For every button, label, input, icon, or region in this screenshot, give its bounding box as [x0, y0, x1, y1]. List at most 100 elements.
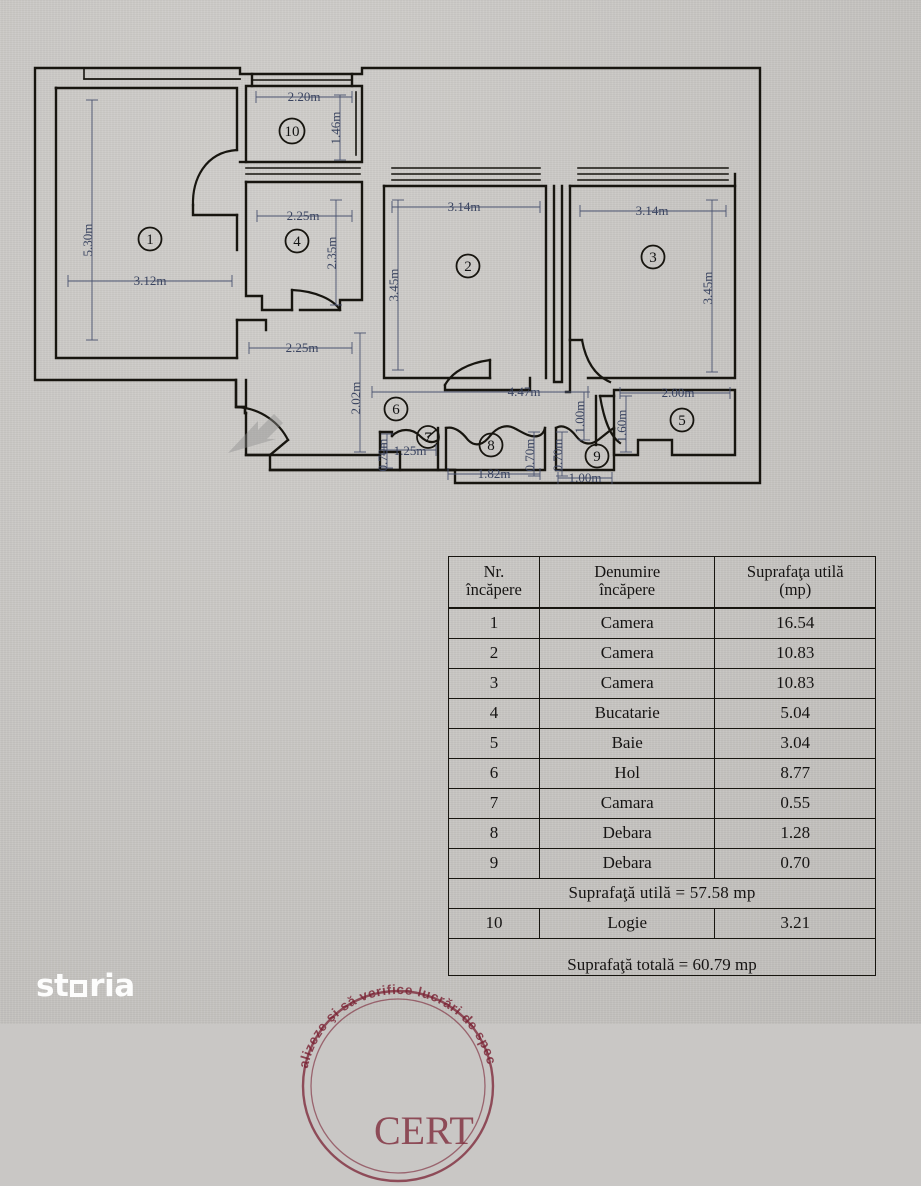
- table-row: 7 Camara 0.55: [448, 787, 876, 819]
- room-badge-4: 4: [284, 228, 310, 254]
- dim-3-14m-room2: 3.14m: [448, 199, 481, 214]
- cell-nr: 6: [448, 757, 540, 789]
- cell-area: 3.21: [714, 907, 876, 939]
- header-nr-line1: Nr.: [483, 562, 505, 581]
- cell-name: Camara: [538, 787, 716, 819]
- table-row: 2 Camera 10.83: [448, 637, 876, 669]
- room-badge-2: 2: [455, 253, 481, 279]
- dim-0-70m-room8: 0.70m: [522, 439, 537, 472]
- room-label-5: 5: [678, 413, 686, 429]
- header-suprafata-utila: Suprafaţa utilă (mp): [714, 555, 876, 609]
- cell-area: 3.04: [714, 727, 876, 759]
- entrance-arrow: [228, 414, 283, 453]
- room-label-1: 1: [146, 232, 154, 248]
- cell-nr: 10: [448, 907, 540, 939]
- room-label-3: 3: [649, 250, 657, 266]
- dim-1-60m: 1.60m: [614, 410, 629, 443]
- cell-nr: 2: [448, 637, 540, 669]
- table-row: 1 Camera 16.54: [448, 607, 876, 639]
- area-table: Nr. încăpere Denumire încăpere Suprafaţa…: [448, 555, 876, 976]
- cell-area: 1.28: [714, 817, 876, 849]
- dim-2-35m: 2.35m: [324, 237, 339, 270]
- dim-1-82m: 1.82m: [478, 466, 511, 481]
- storia-text-ria: ria: [89, 968, 135, 1004]
- dim-3-14m-room3: 3.14m: [636, 203, 669, 218]
- dim-5-30m: 5.30m: [80, 224, 95, 257]
- header-nr-line2: încăpere: [466, 580, 522, 600]
- table-body: 1 Camera 16.54 2 Camera 10.83 3 Camera 1…: [448, 607, 876, 976]
- room-label-4: 4: [293, 234, 301, 250]
- cell-nr: 9: [448, 847, 540, 879]
- dim-1-00m-room9: 1.00m: [569, 470, 602, 485]
- cell-nr: 4: [448, 697, 540, 729]
- room-label-7: 7: [424, 430, 432, 446]
- dim-2-02m: 2.02m: [348, 382, 363, 415]
- cell-name: Camera: [538, 667, 716, 699]
- dim-2-00m: 2.00m: [662, 385, 695, 400]
- grand-total-row: Suprafaţă totală = 60.79 mp: [448, 937, 876, 976]
- dim-2-25m-hall: 2.25m: [286, 340, 319, 355]
- cell-name: Camera: [538, 607, 716, 639]
- floor-plan-drawing: 5.30m 3.12m 2.20m 1.46m 2.25m 2.35m 3.14…: [33, 66, 762, 485]
- cell-area: 0.70: [714, 847, 876, 879]
- room-number-badges: 1 2 3 4 5 6 7 8 9: [137, 117, 695, 469]
- table-row: 3 Camera 10.83: [448, 667, 876, 699]
- dim-2-20m: 2.20m: [288, 89, 321, 104]
- dim-1-00m-vertical: 1.00m: [572, 401, 587, 434]
- dim-0-70m-room9: 0.70m: [550, 439, 565, 472]
- room-badge-5: 5: [669, 407, 695, 433]
- room-label-8: 8: [487, 438, 495, 454]
- room-badge-8: 8: [478, 432, 504, 458]
- dim-1-25m: 1.25m: [394, 443, 427, 458]
- dim-3-45m-room3: 3.45m: [700, 272, 715, 305]
- stamp-center-text: CERT: [374, 1108, 474, 1153]
- header-den-line2: încăpere: [599, 580, 656, 600]
- cell-name: Logie: [538, 907, 716, 939]
- room-badge-7: 7: [424, 430, 432, 446]
- dim-3-12m: 3.12m: [134, 273, 167, 288]
- table-header-row: Nr. încăpere Denumire încăpere Suprafaţa…: [448, 555, 876, 609]
- room-label-6: 6: [392, 402, 400, 418]
- useful-area-total: Suprafaţă utilă = 57.58 mp: [448, 877, 876, 909]
- dimension-labels: 5.30m 3.12m 2.20m 1.46m 2.25m 2.35m 3.14…: [80, 89, 715, 485]
- table-row: 6 Hol 8.77: [448, 757, 876, 789]
- header-den-line1: Denumire: [594, 562, 661, 581]
- cell-name: Hol: [538, 757, 716, 789]
- cell-name: Debara: [538, 847, 716, 879]
- room-label-2: 2: [464, 259, 472, 275]
- certification-stamp: alizeze şi să verifice lucrări de spec C…: [296, 982, 499, 1183]
- cell-area: 0.55: [714, 787, 876, 819]
- table-header: Nr. încăpere Denumire încăpere Suprafaţa…: [448, 555, 876, 609]
- cell-nr: 3: [448, 667, 540, 699]
- cell-area: 16.54: [714, 607, 876, 639]
- room-label-10: 10: [285, 124, 300, 140]
- header-sup-line2: (mp): [779, 580, 812, 600]
- dim-4-47m: 4.47m: [508, 384, 541, 399]
- header-nr-incapere: Nr. încăpere: [448, 555, 540, 609]
- header-denumire-incapere: Denumire încăpere: [538, 555, 716, 609]
- header-sup-line1: Suprafaţa utilă: [746, 562, 844, 581]
- table-row: 8 Debara 1.28: [448, 817, 876, 849]
- table-row-logie: 10 Logie 3.21: [448, 907, 876, 939]
- room-label-9: 9: [593, 449, 601, 465]
- storia-text-st: st: [36, 968, 69, 1004]
- cell-nr: 5: [448, 727, 540, 759]
- table-row: 4 Bucatarie 5.04: [448, 697, 876, 729]
- dim-1-46m: 1.46m: [328, 112, 343, 145]
- cell-name: Bucatarie: [538, 697, 716, 729]
- room-badge-9: 9: [584, 443, 610, 469]
- storia-square-o-icon: [70, 979, 88, 997]
- stamp-arc-text: alizeze şi să verifice lucrări de spec: [296, 982, 499, 1070]
- cell-area: 10.83: [714, 637, 876, 669]
- grand-total-text: Suprafaţă totală = 60.79 mp: [567, 954, 757, 974]
- plan-walls: [33, 66, 762, 485]
- cell-area: 8.77: [714, 757, 876, 789]
- room-badge-1: 1: [137, 226, 163, 252]
- useful-area-total-row: Suprafaţă utilă = 57.58 mp: [448, 877, 876, 909]
- dim-2-25m-kitchen: 2.25m: [287, 208, 320, 223]
- cell-name: Baie: [538, 727, 716, 759]
- cell-nr: 7: [448, 787, 540, 819]
- table-row: 5 Baie 3.04: [448, 727, 876, 759]
- table-row: 9 Debara 0.70: [448, 847, 876, 879]
